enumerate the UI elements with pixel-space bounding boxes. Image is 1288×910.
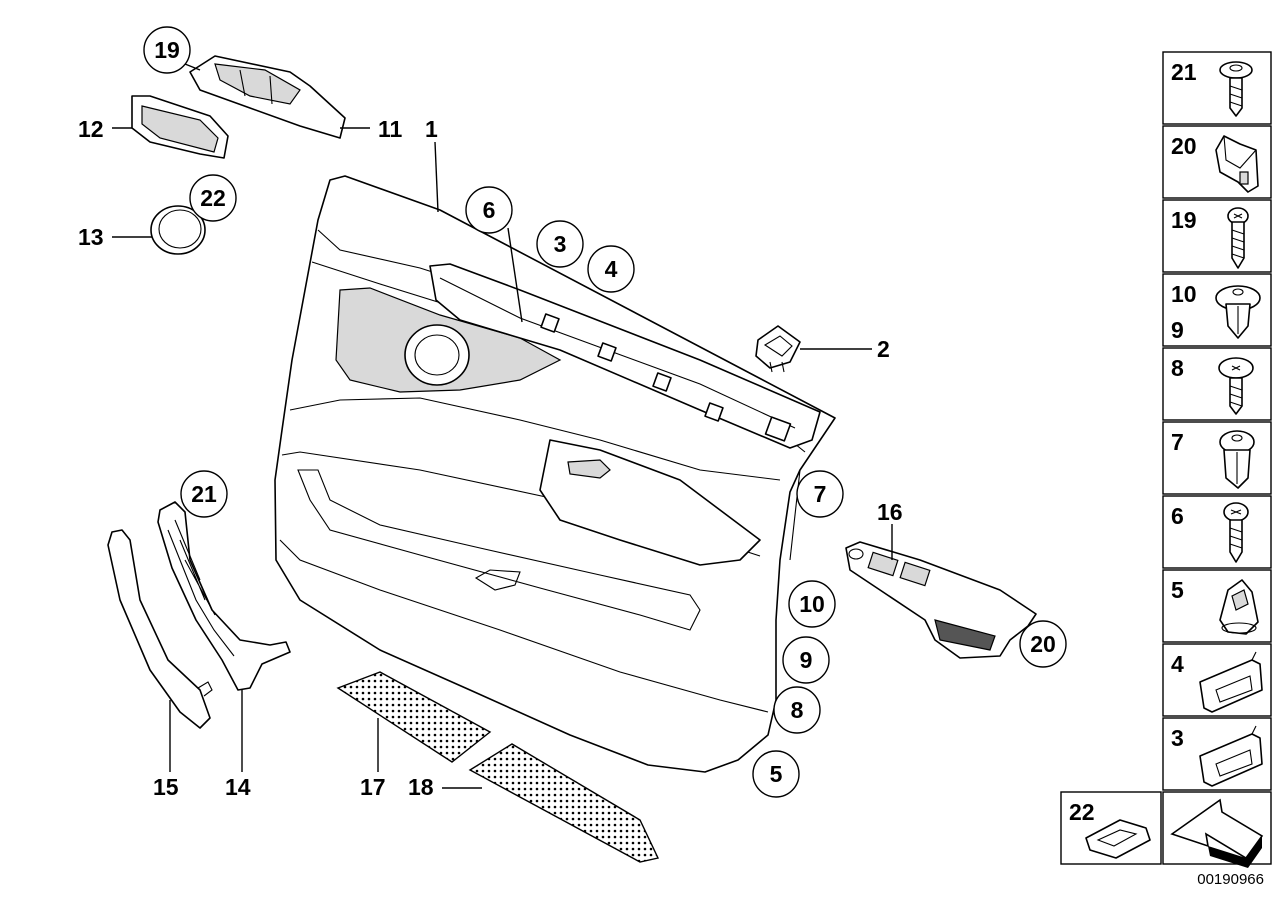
- svg-text:19: 19: [154, 37, 180, 63]
- door-trim-panel: [274, 175, 836, 773]
- callout-9: 9: [782, 636, 830, 684]
- legend-label-4: 4: [1171, 651, 1184, 677]
- legend-label-8: 8: [1171, 355, 1184, 381]
- callout-4: 4: [587, 245, 635, 293]
- part-15-handle-cover: [107, 529, 213, 729]
- callout-7: 7: [796, 470, 844, 518]
- svg-text:4: 4: [605, 256, 618, 282]
- callout-3: 3: [536, 220, 584, 268]
- screw-washer-icon: [1219, 61, 1253, 117]
- legend-label-20: 20: [1171, 133, 1197, 159]
- svg-text:5: 5: [770, 761, 783, 787]
- hardware-legend: 21 20 19 10 9: [1060, 51, 1272, 868]
- svg-text:6: 6: [483, 197, 496, 223]
- part-18-speaker-grille: [468, 743, 660, 863]
- svg-text:22: 22: [200, 185, 226, 211]
- callout-12: 12: [78, 116, 104, 142]
- legend-label-9: 9: [1171, 317, 1184, 343]
- callout-6: 6: [465, 186, 513, 234]
- legend-label-5: 5: [1171, 577, 1184, 603]
- callout-22: 22: [189, 174, 237, 222]
- callout-16: 16: [877, 499, 903, 525]
- svg-text:9: 9: [800, 647, 813, 673]
- callout-2: 2: [877, 336, 890, 362]
- callout-15: 15: [153, 774, 179, 800]
- retainer-clip-icon: [1199, 725, 1263, 787]
- part-14-handle-carrier: [157, 501, 291, 691]
- plastic-rivet-icon: [1219, 430, 1255, 489]
- callout-13: 13: [78, 224, 104, 250]
- callout-11: 11: [378, 116, 403, 142]
- callout-5: 5: [752, 750, 800, 798]
- retainer-clip-icon: [1199, 651, 1263, 713]
- svg-text:7: 7: [814, 481, 827, 507]
- legend-label-22: 22: [1069, 799, 1095, 825]
- screw-icon: [1227, 207, 1249, 269]
- callout-8: 8: [773, 686, 821, 734]
- svg-text:20: 20: [1030, 631, 1056, 657]
- part-17-speaker-grille: [336, 671, 492, 763]
- cover-cap-icon: [1085, 819, 1151, 859]
- screw-washer-icon: [1218, 357, 1254, 415]
- callout-18: 18: [408, 774, 434, 800]
- expanding-rivet-icon: [1215, 285, 1261, 339]
- callout-19: 19: [143, 26, 191, 74]
- part-11-bracket: [189, 55, 346, 139]
- part-12-handle-shell: [131, 95, 229, 159]
- callout-21: 21: [180, 470, 228, 518]
- legend-label-7: 7: [1171, 429, 1184, 455]
- svg-text:10: 10: [799, 591, 825, 617]
- part-13-round-cover: [150, 205, 206, 255]
- svg-text:3: 3: [554, 231, 567, 257]
- svg-text:8: 8: [791, 697, 804, 723]
- diagram-id: 00190966: [1197, 871, 1264, 888]
- legend-label-6: 6: [1171, 503, 1184, 529]
- direction-arrow-icon: [1170, 798, 1264, 868]
- callout-17: 17: [360, 774, 386, 800]
- legend-label-19: 19: [1171, 207, 1197, 233]
- legend-label-3: 3: [1171, 725, 1184, 751]
- screw-icon: [1223, 502, 1249, 563]
- legend-label-10: 10: [1171, 281, 1197, 307]
- clip-nut-icon: [1219, 579, 1259, 635]
- part-16-switch-holder: [845, 541, 1037, 659]
- callout-10: 10: [788, 580, 836, 628]
- legend-label-21: 21: [1171, 59, 1197, 85]
- svg-text:21: 21: [191, 481, 217, 507]
- callout-14: 14: [225, 774, 251, 800]
- callout-20: 20: [1019, 620, 1067, 668]
- callout-1: 1: [425, 116, 438, 142]
- part-2-clip: [755, 325, 801, 373]
- clip-bracket-icon: [1215, 135, 1259, 193]
